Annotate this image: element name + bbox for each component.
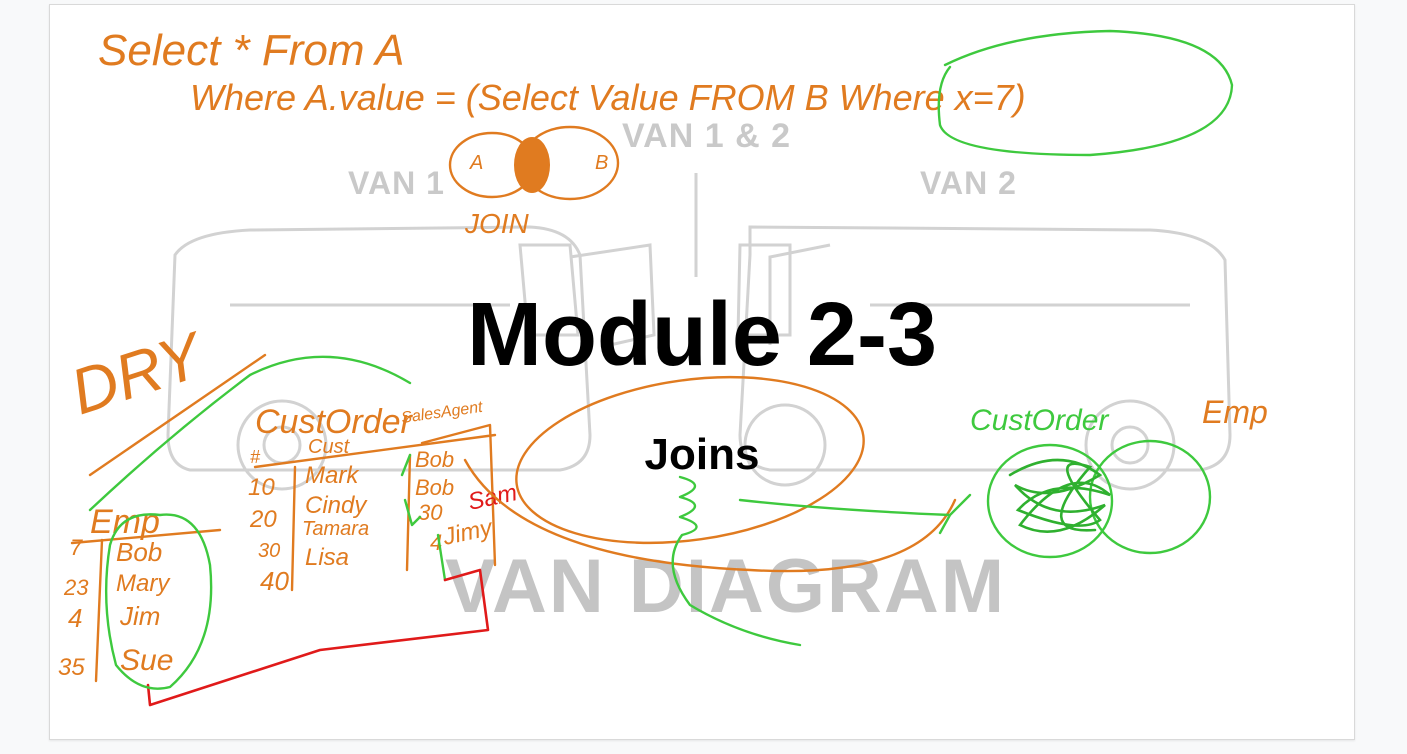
ink-emp-row4-name: Sue	[120, 644, 173, 677]
ink-venn-a-label: A	[469, 152, 483, 174]
ink-custorder-row1-cust: Mark	[305, 462, 360, 489]
van-label-left: VAN 1	[348, 165, 445, 201]
ink-custorder-row1-agent: Bob	[415, 447, 454, 472]
ink-venn-caption: JOIN	[464, 208, 530, 239]
ink-dry-underline	[88, 353, 267, 477]
ink-emp-grid	[70, 528, 222, 683]
ink-sql-line1: Select * From A	[98, 26, 404, 75]
slide-subtitle: Joins	[644, 430, 760, 479]
ink-venn-b-label: B	[595, 152, 608, 174]
ink-custorder-row1-id: 10	[248, 474, 275, 501]
ink-custorder-row3-cust: Tamara	[302, 518, 369, 540]
ink-custorder-row2-id: 20	[249, 506, 277, 533]
ink-green-squiggle	[671, 475, 802, 647]
ink-venn2-emp	[1088, 439, 1212, 555]
ink-custorder-col-id: #	[250, 447, 261, 467]
ink-orange-sweep	[463, 458, 957, 573]
van-label-right: VAN 2	[920, 165, 1017, 201]
ink-venn2-scribble	[1008, 458, 1111, 533]
ink-emp-green-loop	[104, 513, 213, 690]
ink-green-agent-marks	[400, 453, 447, 582]
ink-custorder-row3-agent: 30	[418, 500, 443, 525]
ink-emp-row2-name: Mary	[116, 570, 171, 597]
ink-custorder-row3-id: 30	[258, 540, 280, 562]
ink-custorder-salesagent: SalesAgent	[400, 399, 484, 427]
ink-orange-oval-joins	[515, 375, 865, 545]
ink-red-connector	[146, 568, 490, 707]
ink-note-jimy: Jimy	[440, 514, 497, 551]
ink-custorder-title: CustOrder	[255, 403, 413, 441]
ink-emp-row2-id: 23	[63, 575, 89, 600]
van-diagram-background	[166, 173, 1232, 491]
ink-custorder-row4-id: 40	[260, 566, 289, 596]
ink-emp-row3-name: Jim	[119, 601, 160, 631]
ink-sql-line2: Where A.value = (Select Value FROM B Whe…	[190, 77, 1026, 118]
ink-emp-row4-id: 35	[58, 654, 85, 681]
ink-dry: DRY	[62, 317, 215, 428]
ink-custorder-row2-cust: Cindy	[305, 492, 368, 519]
ink-venn2-left-label: CustOrder	[970, 404, 1109, 437]
van-diagram-label: VAN DIAGRAM	[445, 544, 1007, 629]
ink-venn2-custorder	[986, 443, 1114, 559]
ink-emp-row1-name: Bob	[116, 537, 162, 567]
slide-title: Module 2-3	[466, 285, 938, 385]
ink-emp-row3-id: 4	[68, 603, 82, 633]
ink-venn-intersection	[514, 137, 550, 193]
slide: VAN 1 & 2 VAN 1 VAN 2 VAN DIAGRAM Module…	[49, 4, 1355, 740]
ink-annotations: Select * From A Where A.value = (Select …	[58, 26, 1268, 707]
ink-venn2-right-label: Emp	[1202, 394, 1268, 430]
ink-custorder-row4-cust: Lisa	[305, 544, 349, 571]
ink-custorder-grid	[253, 423, 497, 592]
ink-green-arrow	[738, 493, 972, 535]
ink-emp-row1-id: 7	[70, 535, 83, 560]
van-label-top: VAN 1 & 2	[622, 117, 791, 155]
ink-green-oval-top	[937, 29, 1234, 157]
ink-custorder-row2-agent: Bob	[415, 475, 454, 500]
ink-custorder-col-cust: Cust	[308, 436, 351, 458]
ink-green-arc	[88, 355, 412, 512]
